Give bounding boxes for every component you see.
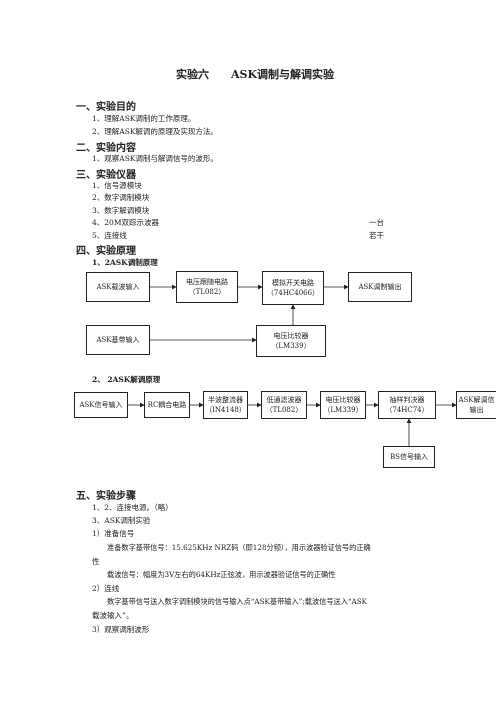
step-line: 1、2、连接电源。（略）: [92, 503, 173, 512]
ask-signal-input-box: ASK信号输入: [74, 392, 128, 418]
page-title: 实验六 ASK调制与解调实验: [176, 68, 335, 81]
step-line: 数字基带信号送入数字调制模块的信号输入点“ASK基带输入”;载波信号送入“ASK: [107, 597, 368, 606]
carrier-input-box: ASK载波输入: [86, 272, 150, 302]
subheading-demodulation: 2、 2ASK解调原理: [92, 375, 161, 384]
demodulation-output-box: ASK解调信输出: [456, 391, 496, 419]
step-line: 载波输入”。: [92, 611, 134, 620]
rc-coupling-box: RC耦合电路: [144, 392, 190, 418]
content-item: 1、观察ASK调制与解调信号的波形。: [92, 154, 218, 163]
instrument-item: 5、连接线: [92, 231, 127, 240]
step-line: 性: [92, 557, 100, 566]
step-line: 载波信号：幅度为3V左右的64KHz正弦波，用示波器验证信号的正确性: [107, 570, 336, 579]
objective-item: 1、理解ASK调制的工作原理。: [92, 114, 196, 123]
instrument-item: 2、数字调制模块: [92, 193, 150, 202]
step-line: 3、ASK调制实验: [92, 516, 151, 525]
section-heading-principle: 四、实验原理: [76, 246, 136, 257]
analog-switch-box: 模拟开关电路（74HC4066）: [262, 271, 324, 305]
sampling-decision-box: 抽样判决器（74HC74）: [378, 391, 436, 419]
instrument-qty: 若干: [369, 231, 384, 240]
subheading-modulation: 1、2ASK调制原理: [92, 258, 158, 267]
step-line: 1）准备信号: [92, 529, 135, 538]
step-line: 2）连线: [92, 584, 120, 593]
step-line: 3）观察调制波形: [92, 625, 150, 634]
voltage-follower-box: 电压跟随电路（TL082）: [176, 271, 238, 303]
half-wave-rectifier-box: 半波整流器（IN4148）: [203, 391, 248, 419]
low-pass-filter-box: 低通滤波器（TL082）: [261, 391, 307, 419]
instrument-qty: 一台: [369, 218, 384, 227]
instrument-item: 3、数字解调模块: [92, 206, 150, 215]
instrument-item: 1、信号源模块: [92, 181, 142, 190]
section-heading-instruments: 三、实验仪器: [76, 170, 136, 181]
instrument-item: 4、20M双踪示波器: [92, 218, 159, 227]
modulation-output-box: ASK调制输出: [348, 272, 412, 302]
comparator-box: 电压比较器（LM339）: [256, 325, 326, 357]
section-heading-steps: 五、实验步骤: [76, 491, 136, 502]
step-line: 准备数字基带信号：15.625KHz NRZ码（即128分频），用示波器验证信号…: [107, 543, 371, 552]
objective-item: 2、理解ASK解调的原理及实现方法。: [92, 127, 218, 136]
section-heading-objectives: 一、实验目的: [76, 102, 136, 113]
demod-comparator-box: 电压比较器（LM339）: [320, 391, 366, 419]
baseband-input-box: ASK基带输入: [86, 325, 150, 355]
bs-signal-input-box: BS信号输入: [383, 446, 435, 468]
section-heading-content: 二、实验内容: [76, 143, 136, 154]
